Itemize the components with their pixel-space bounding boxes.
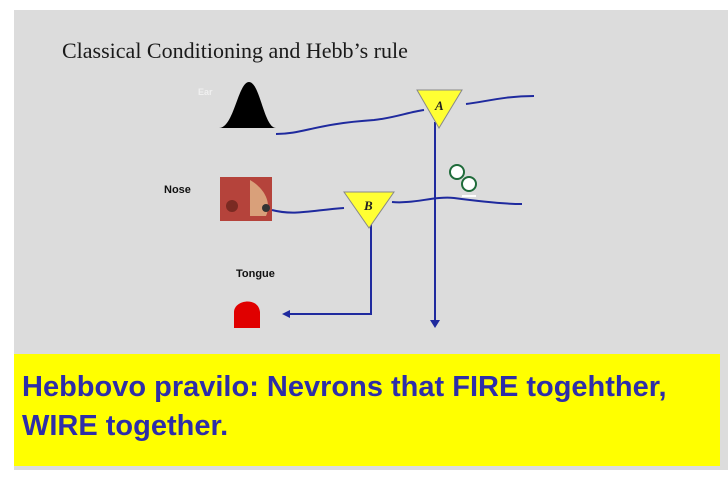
slide-title: Classical Conditioning and Hebb’s rule — [62, 38, 408, 63]
nose-fiber — [271, 207, 345, 214]
ear-label: Ear — [198, 87, 213, 97]
tongue-picture — [234, 301, 260, 328]
neuron-b — [343, 191, 395, 229]
highlight-banner: Hebbovo pravilo: Nevrons that FIRE togeh… — [14, 354, 720, 466]
neuron-a — [416, 89, 463, 129]
ear-sound-pulse — [219, 82, 276, 128]
conditioning-diagram: A B — [219, 82, 535, 328]
banner-text: Hebbovo pravilo: Nevrons that FIRE togeh… — [22, 371, 667, 442]
neuron-b-axon — [288, 220, 372, 315]
neuron-b-label: B — [363, 198, 373, 213]
nose-label: Nose — [164, 184, 191, 196]
tongue-label: Tongue — [236, 268, 275, 280]
synapse-circle — [461, 176, 477, 192]
synapse-circle — [449, 164, 465, 180]
ear-fiber — [275, 109, 425, 135]
neuron-a-label: A — [434, 98, 444, 113]
